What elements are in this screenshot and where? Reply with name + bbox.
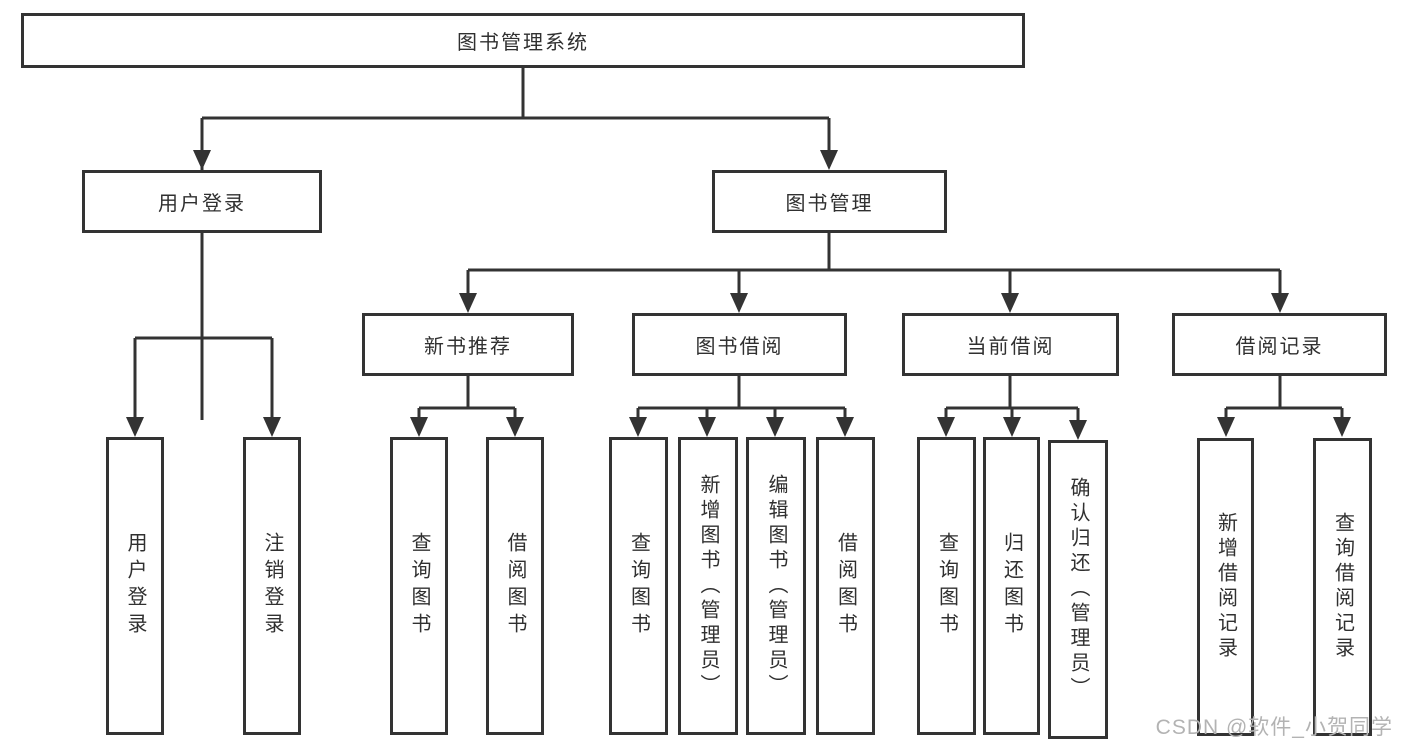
- node-label: 注销登录: [261, 532, 283, 640]
- arrowhead: [766, 417, 784, 437]
- node-label: 编辑图书（管理员）: [765, 473, 787, 699]
- arrowhead: [126, 417, 144, 437]
- node-label: 用户登录: [124, 532, 146, 640]
- csdn-watermark: CSDN @软件_小贺同学: [1155, 716, 1393, 739]
- node-label: 确认归还（管理员）: [1067, 477, 1089, 702]
- connector-userlogin-to-leaves: [133, 233, 274, 419]
- node-label: 用户登录: [158, 193, 246, 215]
- leaf-add-book-admin: 新增图书（管理员）: [678, 437, 738, 735]
- node-user-login: 用户登录: [82, 170, 322, 233]
- leaf-edit-book-admin: 编辑图书（管理员）: [746, 437, 806, 735]
- node-label: 查询图书: [935, 532, 958, 640]
- arrowhead: [1333, 417, 1351, 437]
- leaf-add-borrow-record: 新增借阅记录: [1197, 438, 1254, 736]
- node-label: 新增图书（管理员）: [697, 473, 719, 699]
- arrowhead: [459, 293, 477, 313]
- node-label: 图书管理系统: [457, 32, 589, 54]
- arrowhead: [263, 417, 281, 437]
- node-root: 图书管理系统: [21, 13, 1025, 68]
- arrowhead: [820, 150, 838, 170]
- arrowhead: [193, 150, 211, 170]
- leaf-logout: 注销登录: [243, 437, 301, 735]
- arrowhead: [836, 417, 854, 437]
- arrowhead: [629, 417, 647, 437]
- node-label: 新增借阅记录: [1214, 512, 1237, 662]
- node-label: 借阅图书: [504, 532, 526, 640]
- node-label: 查询借阅记录: [1331, 512, 1354, 662]
- arrowhead: [1003, 417, 1021, 437]
- leaf-user-login: 用户登录: [106, 437, 164, 735]
- node-book-borrow: 图书借阅: [632, 313, 847, 376]
- node-new-book-recommend: 新书推荐: [362, 313, 574, 376]
- node-current-borrow: 当前借阅: [902, 313, 1119, 376]
- node-label: 查询图书: [408, 532, 430, 640]
- node-label: 借阅图书: [834, 532, 857, 640]
- arrowhead: [698, 417, 716, 437]
- arrowhead: [937, 417, 955, 437]
- node-label: 借阅记录: [1235, 336, 1324, 358]
- arrowhead: [1069, 420, 1087, 440]
- node-label: 当前借阅: [966, 336, 1055, 358]
- leaf-return-book: 归还图书: [983, 437, 1040, 735]
- node-label: 查询图书: [627, 532, 650, 640]
- connector-bookmgmt-to-level3: [466, 233, 1282, 295]
- leaf-borrow-books: 借阅图书: [816, 437, 875, 735]
- node-label: 图书借阅: [695, 336, 784, 358]
- arrowhead: [506, 417, 524, 437]
- leaf-borrow-books-recommend: 借阅图书: [486, 437, 544, 735]
- node-label: 新书推荐: [424, 336, 512, 358]
- leaf-query-borrow-record: 查询借阅记录: [1313, 438, 1372, 736]
- node-borrow-records: 借阅记录: [1172, 313, 1387, 376]
- connector-records-to-leaves: [1224, 376, 1344, 419]
- arrowhead: [1271, 293, 1289, 313]
- arrowhead: [410, 417, 428, 437]
- node-label: 图书管理: [785, 193, 874, 215]
- arrowhead: [730, 293, 748, 313]
- connector-borrow-to-leaves: [636, 376, 847, 419]
- connector-current-to-leaves: [944, 376, 1080, 422]
- arrowhead: [1217, 417, 1235, 437]
- leaf-query-books-borrow: 查询图书: [609, 437, 668, 735]
- connector-newbook-to-leaves: [417, 376, 517, 419]
- leaf-query-books-recommend: 查询图书: [390, 437, 448, 735]
- node-book-management: 图书管理: [712, 170, 947, 233]
- node-label: 归还图书: [1000, 532, 1023, 640]
- arrowhead: [1001, 293, 1019, 313]
- leaf-query-books-current: 查询图书: [917, 437, 976, 735]
- leaf-confirm-return-admin: 确认归还（管理员）: [1048, 440, 1108, 739]
